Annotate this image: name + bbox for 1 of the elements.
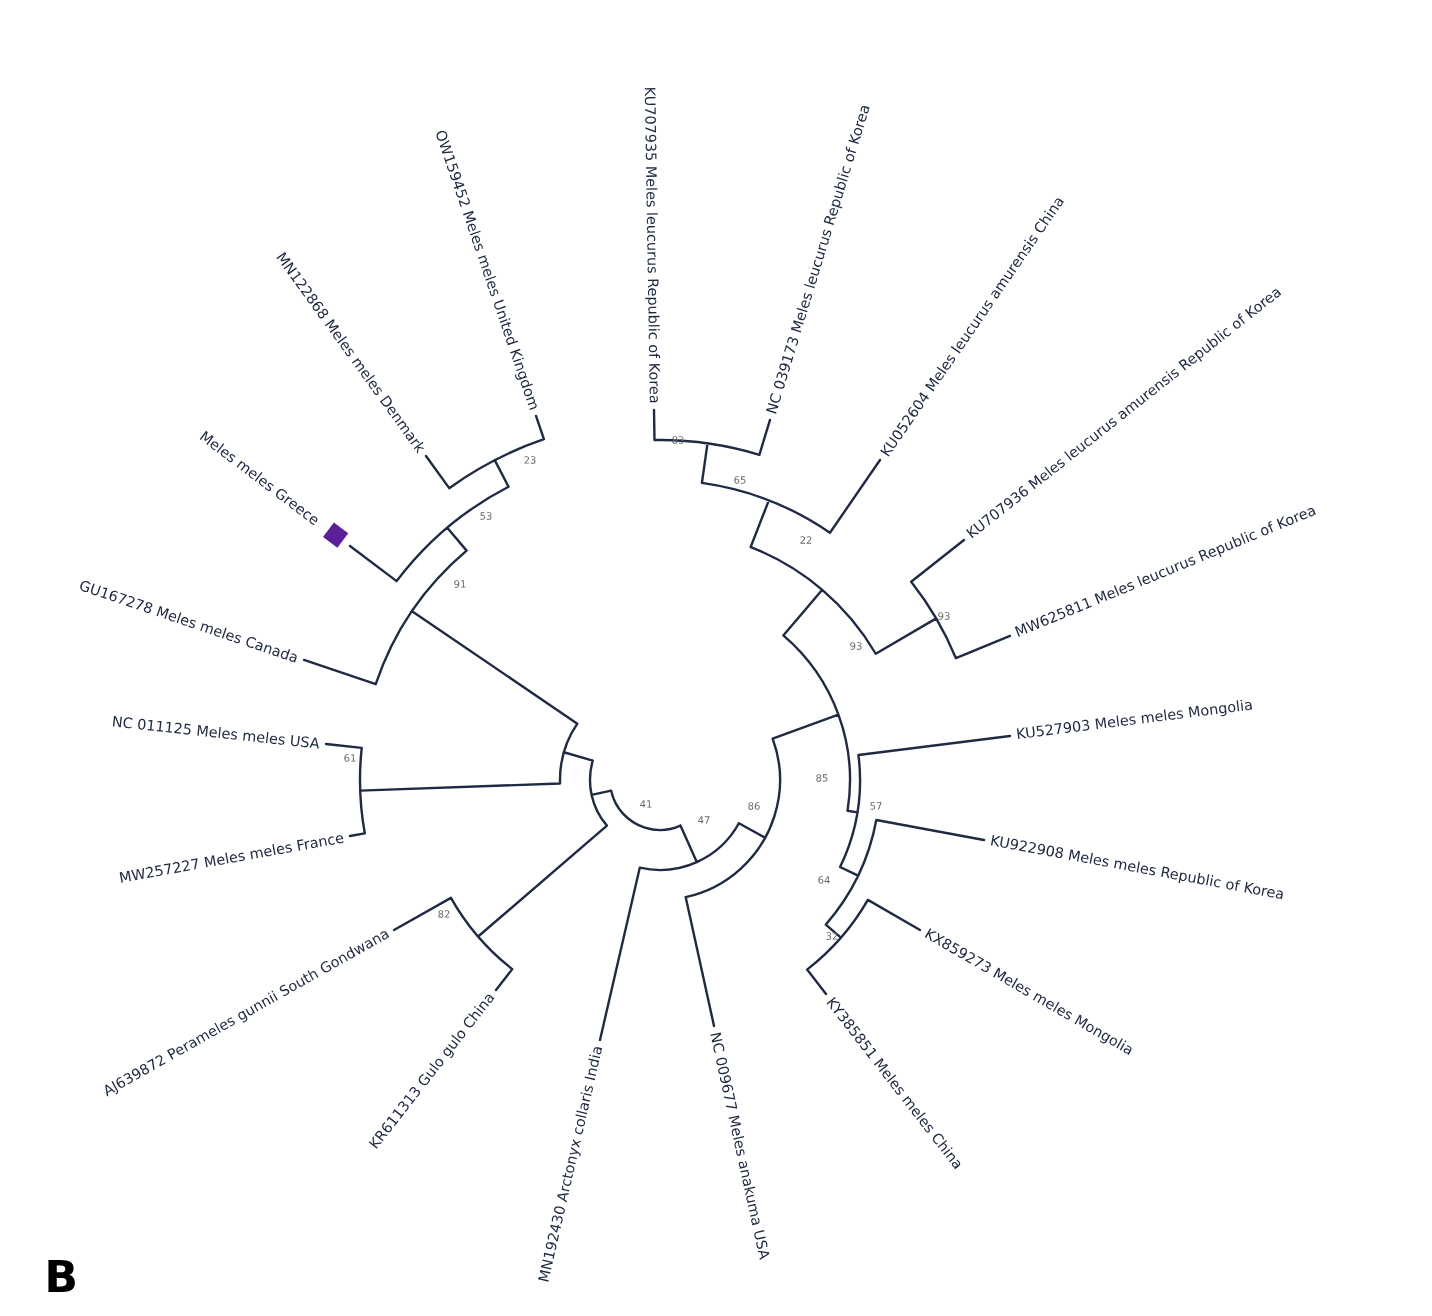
panel-letter: B: [48, 1259, 75, 1292]
